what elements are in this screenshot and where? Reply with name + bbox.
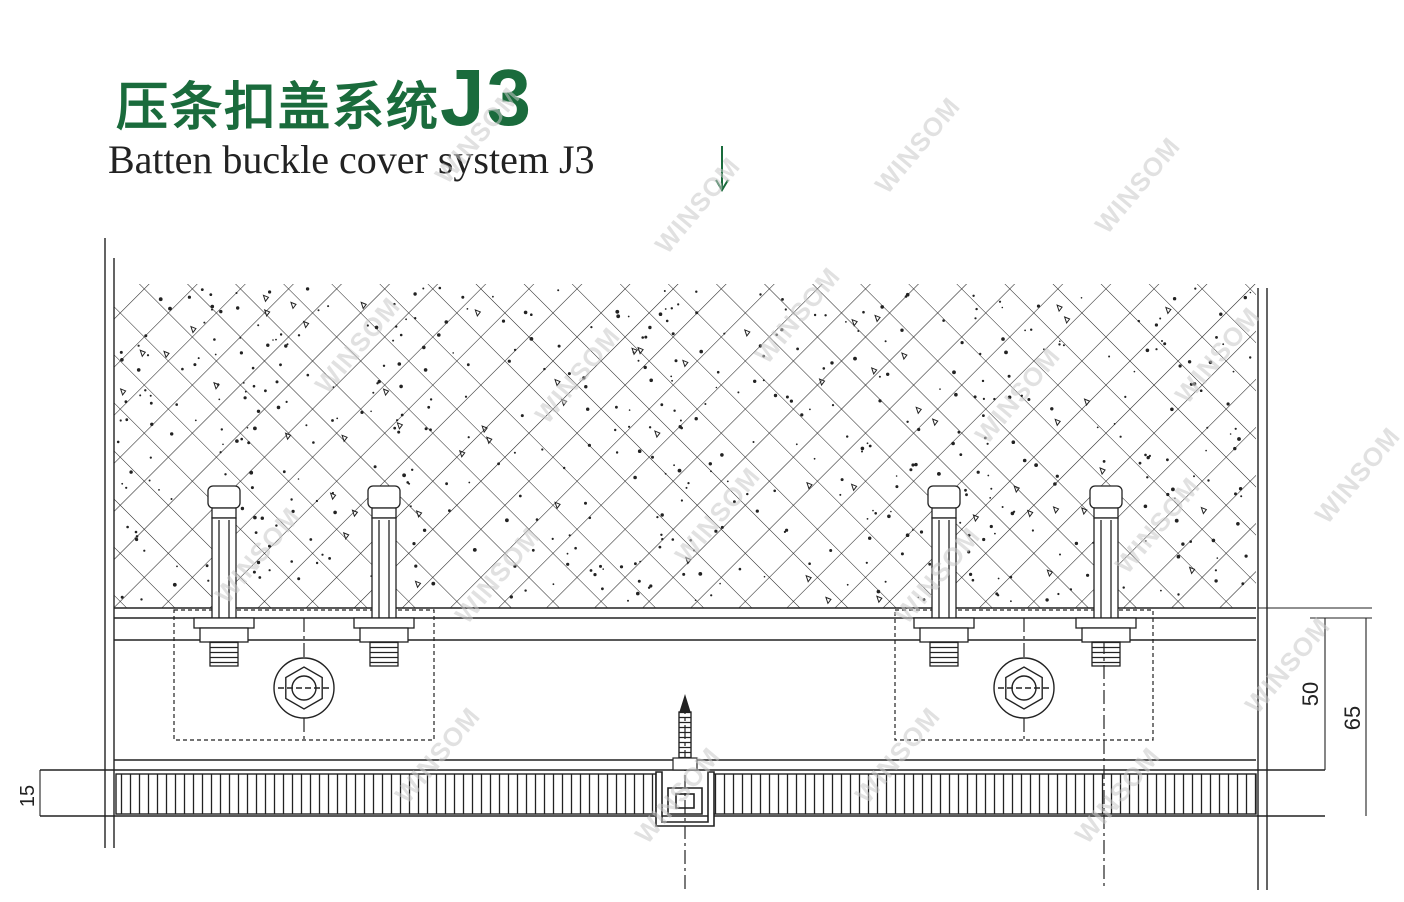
english-title: Batten buckle cover system J3 (108, 137, 595, 182)
arrow-down-icon (715, 146, 729, 192)
concrete-aggregate (116, 286, 1252, 605)
right-boundary (1257, 288, 1268, 890)
dimension-lines (39, 607, 1372, 816)
self-tapping-screw (672, 693, 698, 771)
dimension-50: 50 (1298, 682, 1323, 706)
concrete-wall (114, 284, 1256, 609)
anchor-bolt (1075, 485, 1137, 667)
dimension-65: 65 (1340, 706, 1365, 730)
hex-bolt (993, 657, 1055, 719)
anchor-bolts (193, 485, 1137, 667)
anchor-bolt (353, 485, 415, 667)
hex-bolt (273, 657, 335, 719)
hex-bolts (273, 657, 1055, 719)
batten-profile (655, 771, 715, 827)
chinese-title-text: 压条扣盖系统 (116, 78, 441, 138)
anchor-bolt (913, 485, 975, 667)
left-boundary (104, 238, 115, 848)
chinese-title: 压条扣盖系统J3 (116, 52, 533, 144)
dimension-15: 15 (17, 785, 39, 807)
system-code: J3 (440, 53, 533, 142)
anchor-bolt (193, 485, 255, 667)
cover-panels (40, 773, 1325, 817)
